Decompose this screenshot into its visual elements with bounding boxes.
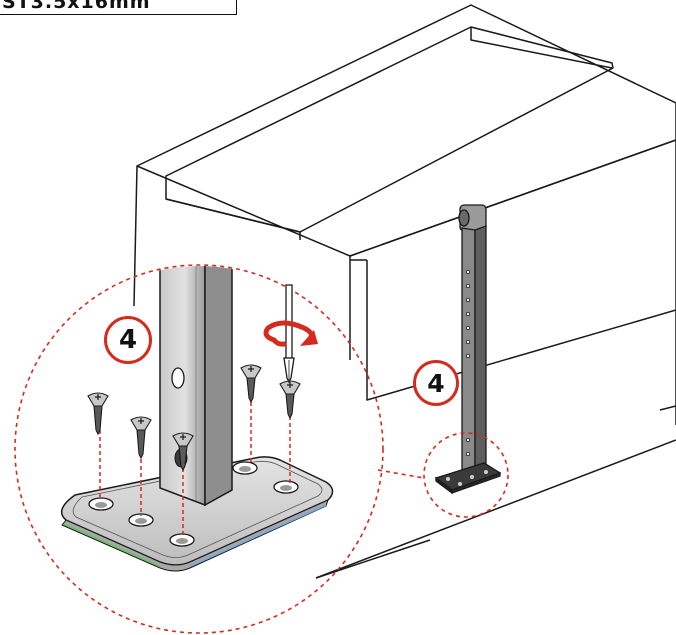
step-badge-main: 4: [413, 360, 459, 406]
screwdriver: [283, 284, 295, 384]
step-badge-detail: 4: [104, 316, 152, 364]
magnified-detail: [60, 266, 334, 572]
screw-size-text: ST3.5x16mm: [2, 0, 151, 13]
support-leg: [434, 204, 502, 495]
magnify-callout: [14, 264, 509, 634]
screw-guides: [99, 395, 291, 536]
cabinet-box: [133, 4, 676, 579]
screw: [87, 364, 301, 472]
screw-size-label: ST3.5x16mm: [0, 0, 237, 15]
rotate-arrow: [263, 320, 318, 347]
